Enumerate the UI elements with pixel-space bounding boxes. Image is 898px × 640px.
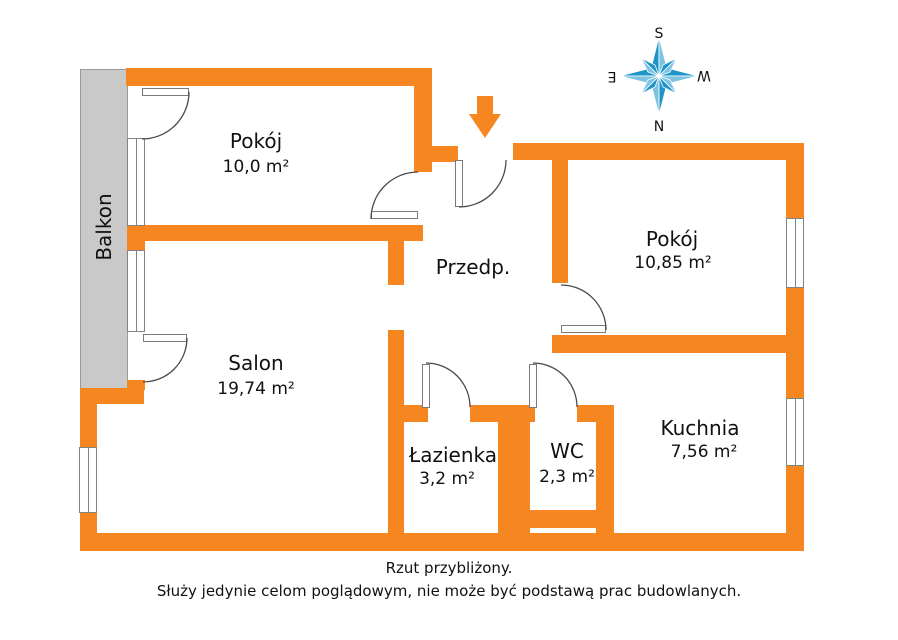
door-swing-arc-pokoj1-balcony bbox=[141, 91, 190, 140]
window-pokoj2-east bbox=[786, 218, 804, 288]
room-label-pokoj1: Pokój bbox=[229, 129, 283, 153]
room-area-pokoj2: 10,85 m² bbox=[634, 253, 712, 273]
wall-balcony-bottom bbox=[80, 388, 144, 404]
wall-przedp-pokoj2 bbox=[552, 160, 568, 283]
door-swing-arc-wc bbox=[532, 362, 578, 408]
wall-wc-kuchnia bbox=[596, 405, 614, 533]
door-leaf-wc bbox=[529, 364, 537, 408]
wall-pokoj2-kuchnia bbox=[552, 335, 786, 353]
room-area-lazienka: 3,2 m² bbox=[419, 469, 475, 489]
wall-entry-left-jamb bbox=[432, 146, 458, 162]
room-label-balkon: Balkon bbox=[92, 193, 116, 261]
room-area-wc: 2,3 m² bbox=[539, 467, 595, 487]
wall-top-right bbox=[513, 143, 804, 160]
room-label-salon: Salon bbox=[228, 351, 284, 375]
window-pokoj1-balcony bbox=[127, 138, 145, 226]
wall-salon-lazienka bbox=[388, 330, 404, 533]
door-swing-arc-pokoj1 bbox=[370, 171, 419, 220]
room-label-lazienka: Łazienka bbox=[408, 443, 498, 467]
room-label-kuchnia: Kuchnia bbox=[660, 416, 740, 440]
footer-disclaimer-line2: Służy jedynie celom poglądowym, nie może… bbox=[156, 582, 742, 600]
door-swing-arc-pokoj2 bbox=[560, 284, 607, 331]
wall-balcony-door-jamb bbox=[127, 380, 145, 390]
wall-wc-bottom bbox=[498, 510, 614, 528]
balcony-area bbox=[80, 69, 128, 390]
door-swing-arc-lazienka bbox=[425, 362, 471, 408]
room-label-przedpokoj: Przedp. bbox=[435, 255, 511, 279]
room-area-kuchnia: 7,56 m² bbox=[670, 442, 738, 462]
door-swing-arc-entrance bbox=[458, 159, 507, 208]
compass-label-bottom: N bbox=[654, 119, 664, 135]
footer-disclaimer-line1: Rzut przybliżony. bbox=[385, 559, 513, 577]
window-kuchnia-east bbox=[786, 398, 804, 466]
compass-label-right: W bbox=[697, 67, 711, 83]
door-leaf-lazienka bbox=[422, 364, 430, 408]
wall-lazienka-top-left bbox=[404, 405, 428, 422]
room-label-wc: WC bbox=[550, 439, 584, 463]
entrance-arrow-icon bbox=[469, 96, 501, 138]
compass-label-left: E bbox=[608, 68, 617, 84]
compass-label-top: S bbox=[655, 26, 664, 42]
compass-rose-icon bbox=[619, 36, 699, 116]
wall-top-pokoj1 bbox=[126, 68, 432, 86]
wall-salon-window-stub bbox=[127, 241, 145, 250]
window-salon-west bbox=[79, 447, 97, 513]
wall-bottom-outer bbox=[80, 533, 804, 551]
wall-salon-przedp-stub bbox=[388, 241, 404, 285]
wall-pokoj1-salon bbox=[127, 225, 423, 241]
room-area-pokoj1: 10,0 m² bbox=[222, 157, 290, 177]
room-area-salon: 19,74 m² bbox=[217, 379, 295, 399]
wall-step-pokoj1-right bbox=[414, 86, 432, 172]
door-swing-arc-salon-balcony bbox=[142, 337, 188, 383]
window-salon-balcony bbox=[127, 250, 145, 332]
room-label-pokoj2: Pokój bbox=[645, 227, 699, 251]
